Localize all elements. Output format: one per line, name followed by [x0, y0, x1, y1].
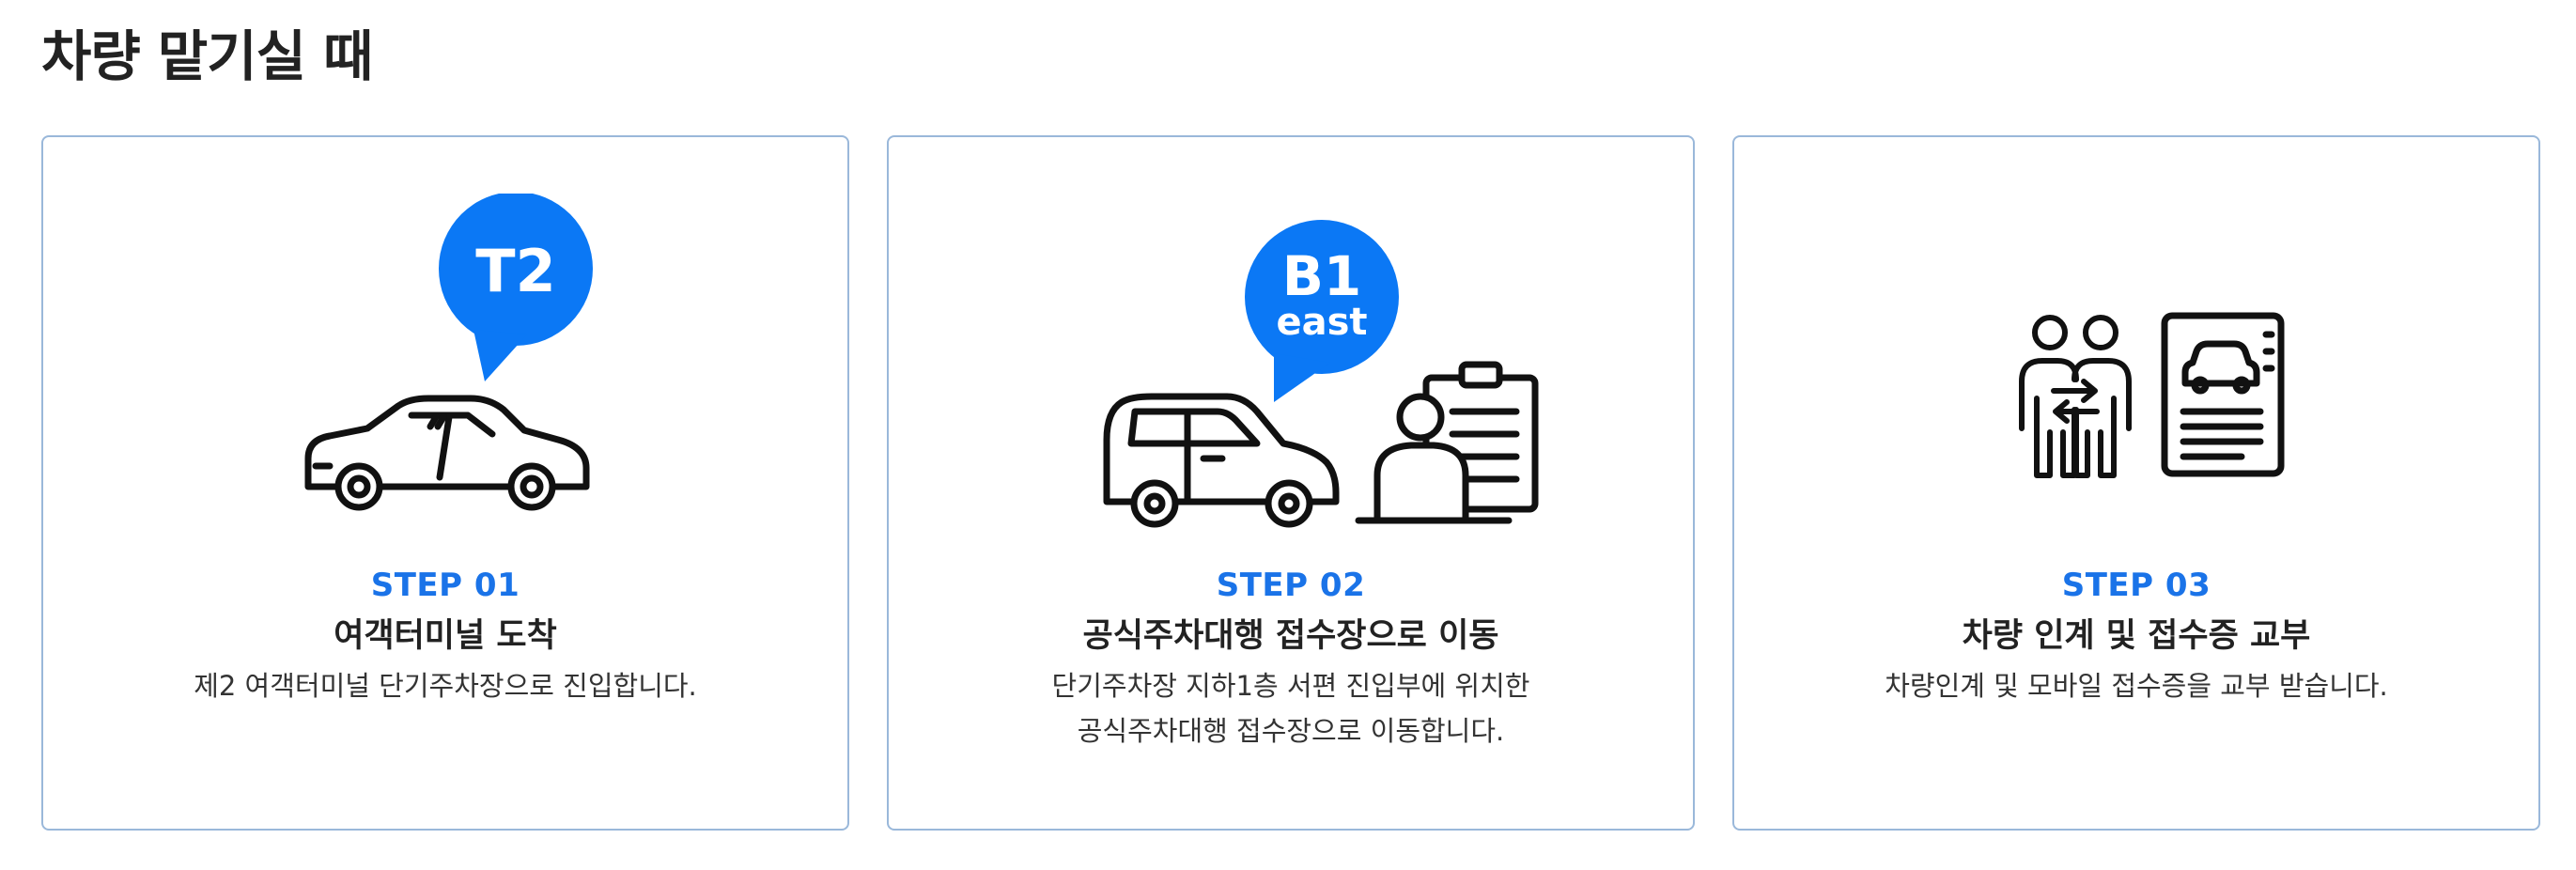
bubble-label-east: east	[1276, 301, 1367, 344]
car-icon	[304, 395, 590, 511]
step-description-line: 공식주차대행 접수장으로 이동합니다.	[1077, 715, 1505, 747]
step-02-illustration: B1 east	[889, 194, 1693, 588]
step-03-illustration	[1734, 194, 2538, 588]
step-card-02: B1 east	[887, 135, 1695, 831]
step-description-line: 제2 여객터미널 단기주차장으로 진입합니다.	[194, 670, 697, 702]
step-03-text: STEP 03 차량 인계 및 접수증 교부 차량인계 및 모바일 접수증을 교…	[1734, 562, 2538, 708]
step-heading: 차량 인계 및 접수증 교부	[1962, 617, 2311, 655]
step-01-text: STEP 01 여객터미널 도착 제2 여객터미널 단기주차장으로 진입합니다.	[43, 562, 847, 708]
speech-bubble-icon: B1 east	[1245, 220, 1399, 402]
step-01-illustration: T2	[43, 194, 847, 588]
step-label: STEP 03	[2061, 567, 2211, 604]
step-heading: 여객터미널 도착	[334, 617, 557, 655]
reception-staff-icon	[1355, 393, 1513, 524]
step-description-line: 차량인계 및 모바일 접수증을 교부 받습니다.	[1885, 670, 2388, 702]
bubble-label-t2: T2	[475, 237, 555, 305]
step-description: 제2 여객터미널 단기주차장으로 진입합니다.	[43, 663, 847, 708]
step-label: STEP 01	[370, 567, 520, 604]
step-heading: 공식주차대행 접수장으로 이동	[1082, 617, 1499, 655]
steps-container: T2 STEP 01 여객터미널 도착	[41, 135, 2540, 831]
step-description-line: 단기주차장 지하1층 서편 진입부에 위치한	[1051, 670, 1530, 702]
step-description: 차량인계 및 모바일 접수증을 교부 받습니다.	[1734, 663, 2538, 708]
step-description: 단기주차장 지하1층 서편 진입부에 위치한 공식주차대행 접수장으로 이동합니…	[889, 663, 1693, 753]
page-title: 차량 맡기실 때	[41, 24, 374, 88]
step-label: STEP 02	[1216, 567, 1366, 604]
receipt-document-icon	[2161, 312, 2285, 477]
handover-people-icon	[2019, 315, 2132, 478]
step-card-03: STEP 03 차량 인계 및 접수증 교부 차량인계 및 모바일 접수증을 교…	[1732, 135, 2540, 831]
car-icon	[1103, 393, 1340, 528]
speech-bubble-icon: T2	[439, 194, 593, 381]
step-card-01: T2 STEP 01 여객터미널 도착	[41, 135, 849, 831]
bubble-label-b1: B1	[1282, 244, 1362, 308]
step-02-text: STEP 02 공식주차대행 접수장으로 이동 단기주차장 지하1층 서편 진입…	[889, 562, 1693, 753]
